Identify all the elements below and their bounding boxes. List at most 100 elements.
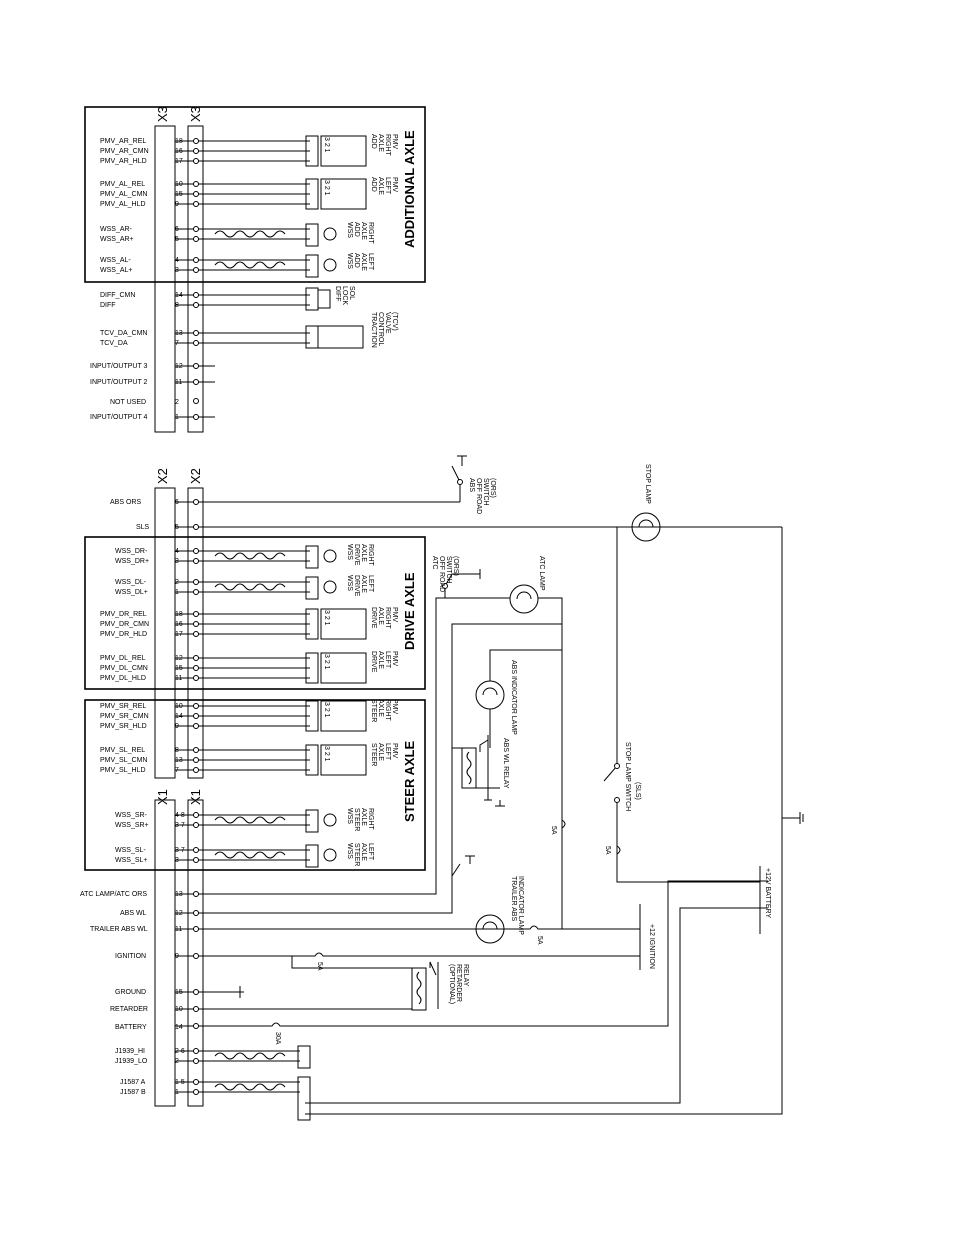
wss-drive-axle-right-label: WSSDRIVEAXLERIGHT bbox=[346, 544, 374, 567]
x2-row-signal: SLS bbox=[136, 524, 150, 531]
retarder-relay-label: (OPTIONAL)RETARDERRELAY bbox=[448, 964, 469, 1004]
atc-lamp-icon bbox=[509, 584, 539, 614]
x2-row-signal: PMV_DL_REL bbox=[100, 655, 146, 662]
x3-rows: PMV_AR_REL 18 PMV_AR_CMN 16 PMV_AR_HLD 1… bbox=[90, 138, 183, 421]
x2-row-signal: PMV_DR_CMN bbox=[100, 621, 149, 628]
x1-row-signal: GROUND bbox=[115, 989, 146, 996]
sls-label: (SLS) bbox=[634, 782, 641, 800]
x2-row-signal: ABS ORS bbox=[110, 499, 141, 506]
x1-row-signal: WSS_SL- bbox=[115, 847, 146, 854]
x1-devices bbox=[236, 809, 337, 1121]
stop-lamp-icon bbox=[631, 512, 661, 542]
drive-axle-right-pmv-label: DRIVEAXLERIGHTPMV bbox=[370, 607, 398, 630]
x1-strip-left bbox=[154, 799, 176, 1107]
x3-devices bbox=[305, 135, 367, 349]
x2-row-signal: WSS_DL+ bbox=[115, 589, 148, 596]
x3-row-signal: TCV_DA bbox=[100, 340, 128, 347]
wss-add-axle-right-label: WSSADDAXLERIGHT bbox=[346, 222, 374, 245]
x1-row-signal: J1939_HI bbox=[115, 1048, 145, 1055]
steer-axle-left-pmv-label: STEERAXLELEFTPMV bbox=[370, 743, 398, 766]
atc-ors-label: ATCOFF ROADSWITCH(ORS) bbox=[431, 556, 459, 592]
tcv-label: TRACTIONCONTROLVALVE(TCV) bbox=[370, 312, 398, 348]
steer-axle-title: STEER AXLE bbox=[402, 741, 417, 822]
x3-row-signal: WSS_AR- bbox=[100, 226, 133, 233]
fuse-label: 5A bbox=[316, 962, 323, 971]
battery: +12V BATTERY bbox=[752, 866, 771, 934]
add-axle-right-pmv-label: ADDAXLERIGHTPMV bbox=[370, 134, 398, 157]
fuses: 5A 5A 5A 5A 30A bbox=[274, 819, 621, 1045]
fuse-label: 5A bbox=[550, 826, 557, 835]
x2-row-signal: PMV_SL_CMN bbox=[100, 757, 147, 764]
x3-row-signal: WSS_AL- bbox=[100, 257, 131, 264]
x1-row-pin: 14 bbox=[175, 1024, 183, 1031]
x2-row-signal: WSS_DR- bbox=[115, 548, 148, 555]
drive-axle-title: DRIVE AXLE bbox=[402, 572, 417, 650]
x3-strip-right bbox=[187, 125, 204, 433]
fuse-label: 30A bbox=[274, 1032, 281, 1045]
x3-strip-left bbox=[154, 125, 176, 433]
pmv-pin-numbers: 3 2 1 bbox=[323, 746, 330, 762]
x3-row-pin: 2 bbox=[175, 399, 179, 406]
wss-steer-axle-left-label: WSSSTEERAXLELEFT bbox=[346, 843, 374, 866]
x2-device-labels: WSSDRIVEAXLERIGHT WSSDRIVEAXLELEFT DRIVE… bbox=[323, 544, 398, 766]
x3-row-signal: PMV_AL_REL bbox=[100, 181, 145, 188]
j1587-terminal-icon bbox=[297, 1076, 311, 1121]
x1-row-signal: ABS WL bbox=[120, 910, 147, 917]
x1-row-signal: J1587 B bbox=[120, 1089, 146, 1096]
x3-row-signal: TCV_DA_CMN bbox=[100, 330, 147, 337]
ignition: +12 IGNITION bbox=[639, 904, 655, 970]
battery-label: +12V BATTERY bbox=[764, 868, 771, 918]
x3-row-signal: INPUT/OUTPUT 4 bbox=[90, 414, 148, 421]
trailer-abs-lamp: TRAILER ABSINDICATOR LAMP bbox=[451, 855, 524, 944]
fuse-label: 5A bbox=[604, 846, 611, 855]
add-axle-left-pmv-label: ADDAXLELEFTPMV bbox=[370, 177, 398, 195]
steer-axle-box bbox=[84, 699, 426, 871]
wss-steer-axle-right-label: WSSSTEERAXLERIGHT bbox=[346, 808, 374, 831]
x1-rows: WSS_SR- 4 8 WSS_SR+ 3 7 WSS_SL- 3 7 WSS_… bbox=[80, 812, 185, 1096]
x3-label-left: X3 bbox=[155, 106, 170, 122]
x3-device-labels: ADDAXLERIGHTPMV ADDAXLELEFTPMV WSSADDAXL… bbox=[323, 134, 398, 348]
x3-row-signal: INPUT/OUTPUT 2 bbox=[90, 379, 148, 386]
x2-pin-dots bbox=[193, 499, 199, 773]
x1-label-right: X1 bbox=[188, 789, 203, 805]
abs-wl-relay-label: ABS WL RELAY bbox=[502, 738, 509, 789]
abs-ors-label: ABSOFF ROADSWITCH(ORS) bbox=[468, 478, 496, 514]
atc-lamp-label: ATC LAMP bbox=[538, 556, 545, 591]
wss-drive-axle-left-label: WSSDRIVEAXLELEFT bbox=[346, 575, 374, 597]
pmv-pin-numbers: 3 2 1 bbox=[323, 610, 330, 626]
x2-label-left: X2 bbox=[155, 468, 170, 484]
ground-symbols bbox=[495, 800, 804, 824]
abs-ors-switch: ABSOFF ROADSWITCH(ORS) bbox=[451, 455, 496, 514]
x2-row-signal: WSS_DL- bbox=[115, 579, 147, 586]
x2-row-signal: PMV_DR_HLD bbox=[100, 631, 147, 638]
x3-row-signal: INPUT/OUTPUT 3 bbox=[90, 363, 148, 370]
x1-wires bbox=[175, 527, 783, 1115]
j1939-terminal-icon bbox=[297, 1045, 311, 1069]
fuse-label: 5A bbox=[536, 936, 543, 945]
x1-row-signal: TRAILER ABS WL bbox=[90, 926, 148, 933]
x1-row-signal: BATTERY bbox=[115, 1024, 147, 1031]
x1-row-signal: RETARDER bbox=[110, 1006, 148, 1013]
abs-indicator-lamp-icon bbox=[475, 680, 505, 710]
x1-strip-right bbox=[187, 799, 204, 1107]
x3-row-signal: PMV_AL_CMN bbox=[100, 191, 147, 198]
x3-row-signal: PMV_AR_CMN bbox=[100, 148, 149, 155]
x1-pin-dots bbox=[193, 812, 199, 1095]
x2-row-signal: WSS_DR+ bbox=[115, 558, 149, 565]
abs-indicator-lamp: ABS INDICATOR LAMP bbox=[475, 649, 562, 748]
x2-devices bbox=[305, 545, 367, 776]
x3-row-signal: PMV_AL_HLD bbox=[100, 201, 146, 208]
x2-row-signal: PMV_SL_HLD bbox=[100, 767, 146, 774]
stop-lamp-switch-label: STOP LAMP SWITCH bbox=[624, 742, 631, 811]
x3-row-signal: NOT USED bbox=[110, 399, 146, 406]
x1-row-signal: J1939_LO bbox=[115, 1058, 148, 1065]
x1-row-signal: WSS_SL+ bbox=[115, 857, 148, 864]
x3-row-signal: WSS_AL+ bbox=[100, 267, 133, 274]
x2-strip-right bbox=[187, 487, 204, 779]
diff-lock-sol-label: DIFFLOCKSOL bbox=[334, 286, 355, 305]
x1-row-signal: WSS_SR+ bbox=[115, 822, 149, 829]
x3-label-right: X3 bbox=[188, 106, 203, 122]
atc-lamp: ATC LAMP bbox=[445, 556, 563, 929]
x1-label-left: X1 bbox=[155, 789, 170, 805]
